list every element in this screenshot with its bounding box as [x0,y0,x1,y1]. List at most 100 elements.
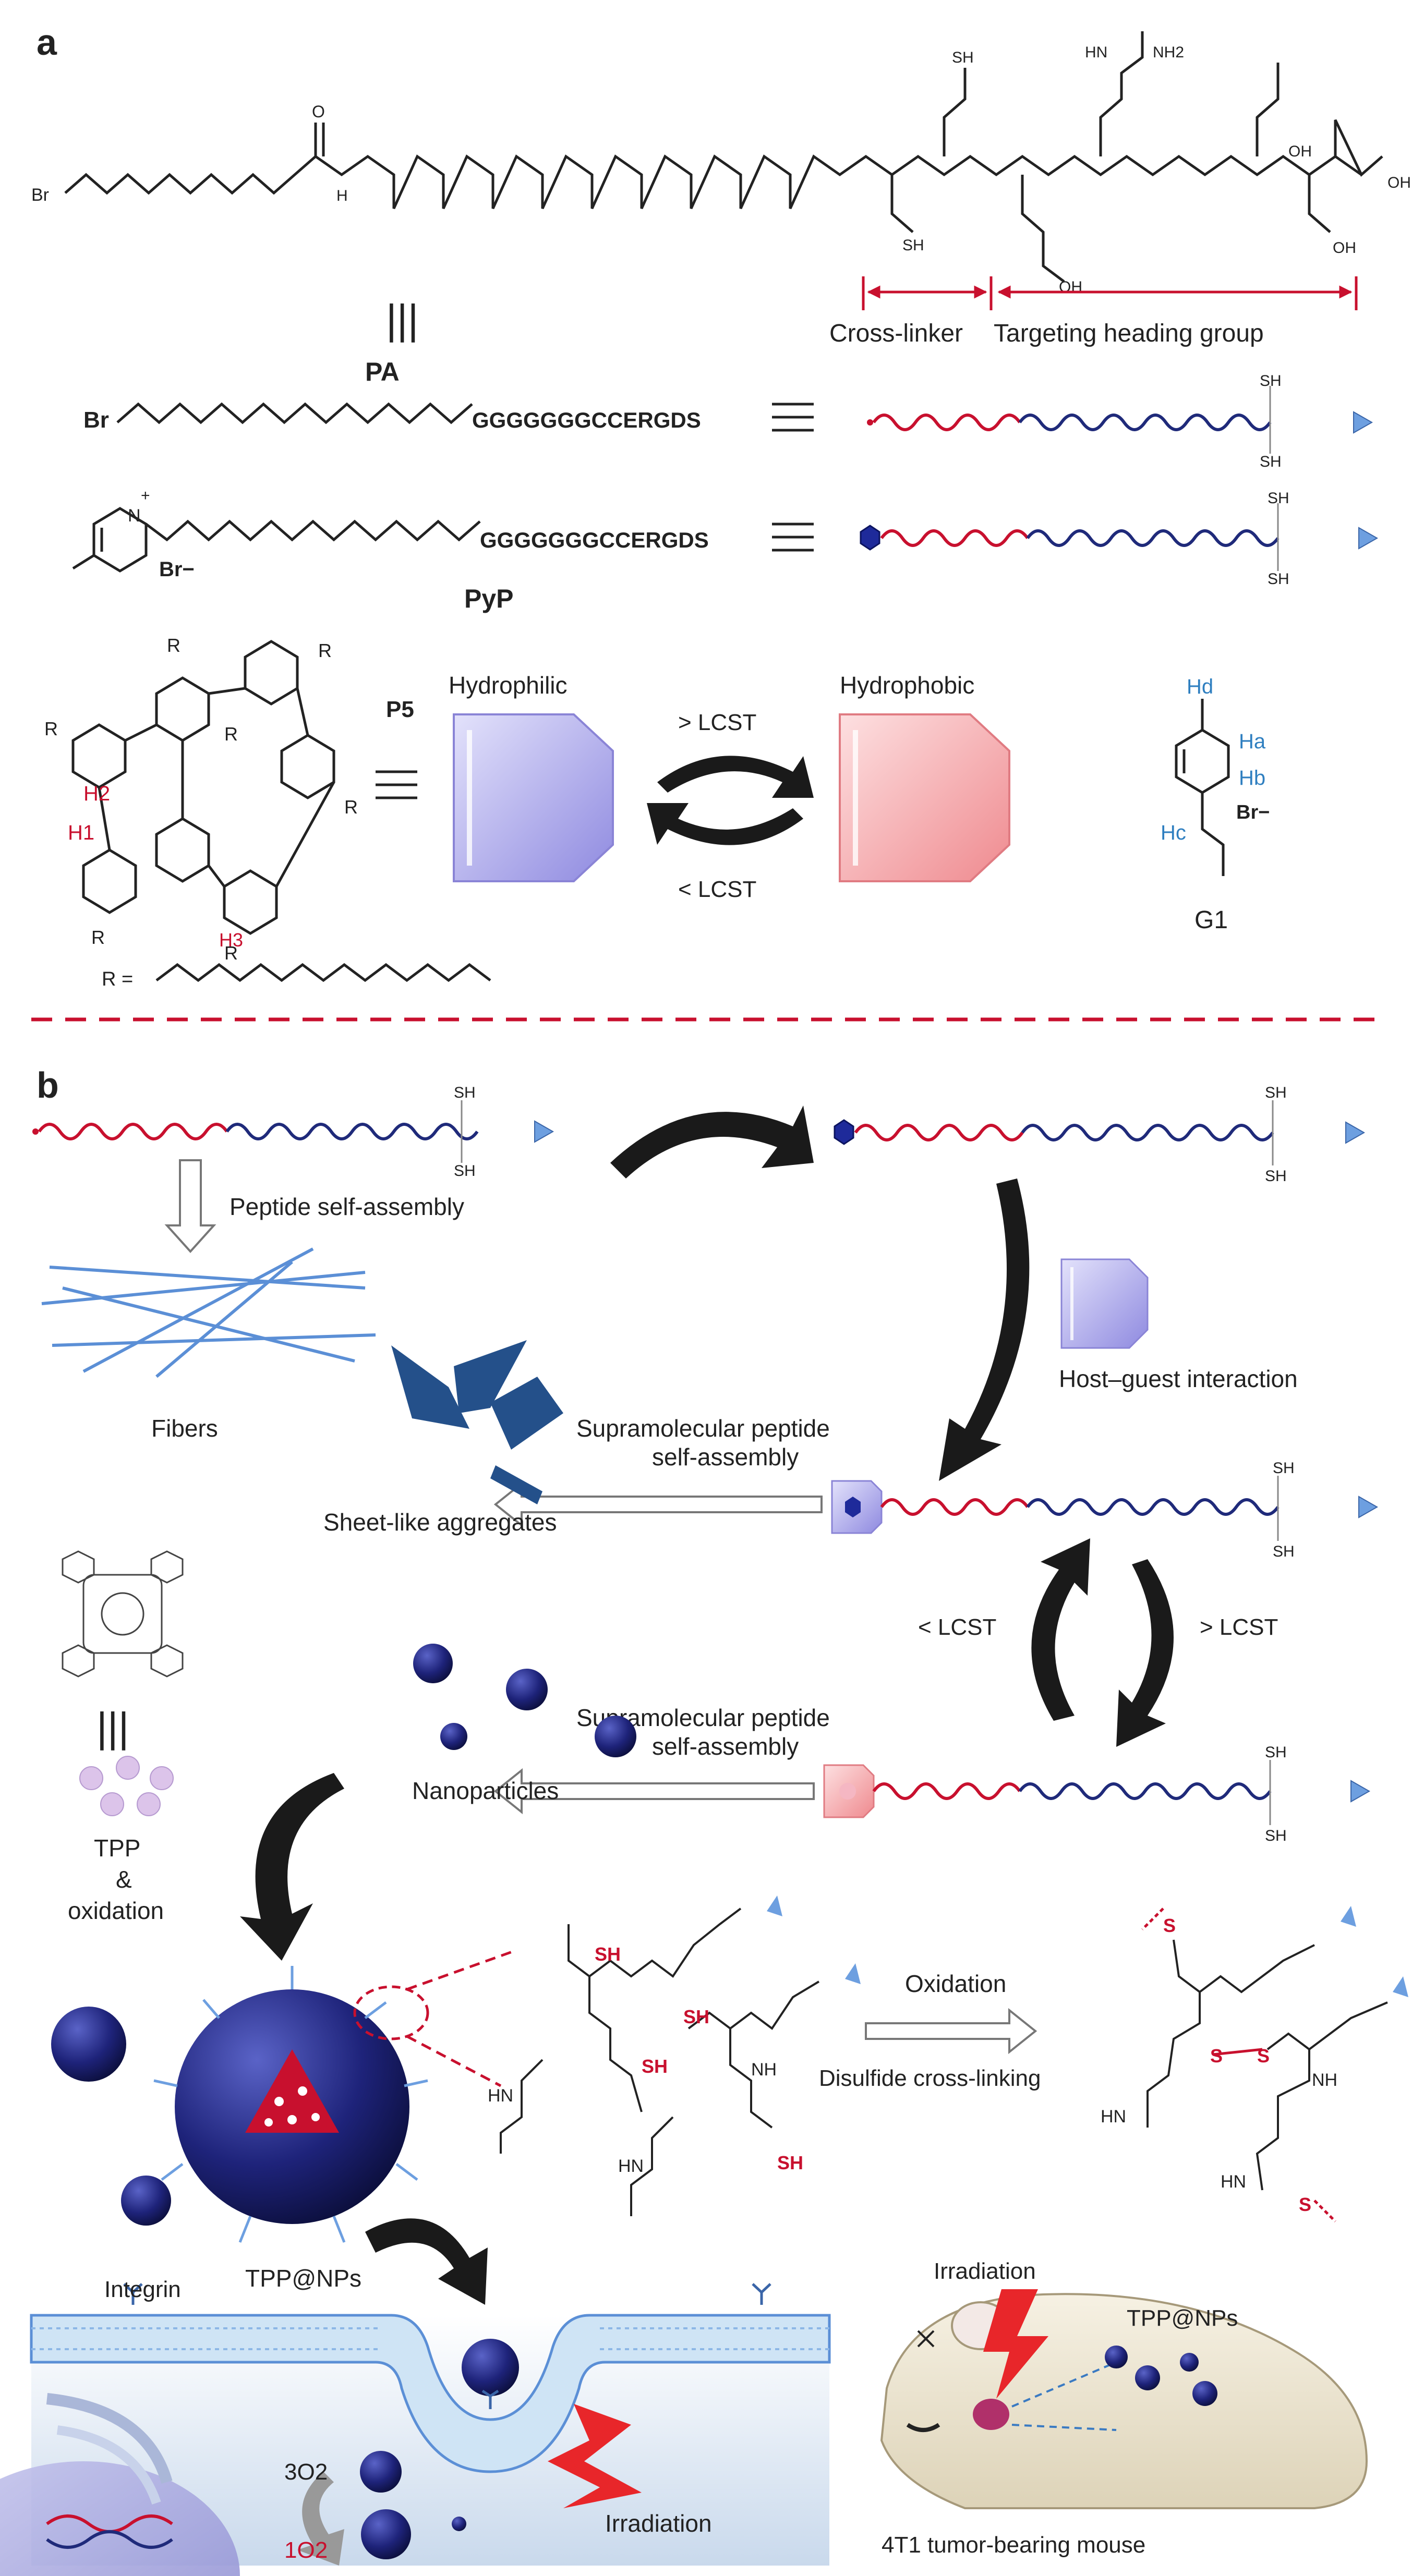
glu-side-chain [1021,175,1065,283]
lt-lcst-a: < LCST [678,877,756,902]
thiol-targeting-tip-1 [767,1895,782,1916]
tpp-spheres [79,1756,174,1816]
thiol-hn-2: HN [618,2156,644,2176]
g1-br: Br− [1236,801,1270,823]
disulfide-tip-2 [1393,1976,1408,1997]
red-host-sh-bottom: SH [1265,1827,1287,1844]
nanoparticles-illustration [413,1644,636,1757]
pa-peptide-b [32,1100,554,1163]
triplet-oxygen-label: 3O2 [284,2459,328,2485]
host-guest-label: Host–guest interaction [1059,1365,1298,1392]
lcst-cycle-arrows [1031,1538,1174,1747]
r-equals: R = [102,968,133,990]
annotation-brackets [862,276,1358,310]
pyp-b-sh-top: SH [1265,1084,1287,1101]
oxidation-arrow [865,2008,1037,2055]
tpp-molecule [62,1550,184,1678]
hydrophilic-prism [453,713,614,882]
cross-linker-label: Cross-linker [829,320,963,347]
r-group-h3: H3 [219,929,243,951]
pyp-cartoon-sh-top: SH [1268,490,1289,507]
g1-hc: Hc [1161,821,1186,844]
pa-to-pyp-arrow [610,1105,814,1178]
cys-sh-1: SH [902,237,924,254]
disulfide-tip-1 [1341,1906,1356,1927]
mouse-illustration [880,2289,1368,2509]
host-peptide-complex [831,1476,1379,1541]
ds-s-2: S [1210,2045,1223,2067]
p5-r-2: R [318,640,332,661]
arg-side-chain [1099,31,1144,156]
ds-hn-1: HN [1101,2107,1126,2127]
p5-r-5: R [344,796,358,818]
pyp-b-sh-bottom: SH [1265,1168,1287,1185]
equiv-sign-pa [772,403,814,432]
p5-r-1: R [167,635,180,656]
pa-chemical-structure [64,31,1383,283]
supra-upper-line1: Supramolecular peptide [576,1415,830,1442]
pyp-n-atom: N [128,506,141,526]
thiol-structure [500,1907,820,2216]
hydrophobic-host-peptide [823,1760,1371,1825]
p5-label: P5 [386,697,414,722]
host-guest-arrow [939,1178,1030,1481]
supra-lower-arrow [493,1768,815,1815]
thiol-sh-1: SH [595,1943,621,1965]
g1-label: G1 [1194,906,1228,934]
tpp-ampersand: & [116,1866,132,1893]
pyp-br: Br− [159,558,195,581]
thiol-targeting-tip-2 [845,1963,861,1984]
equiv-sign-p5 [376,770,417,799]
oxidation-label: Oxidation [905,1970,1006,1997]
hydrophobic-prism [839,713,1010,882]
arg-nh2: NH2 [1153,44,1184,61]
panel-a-label: a [37,22,57,63]
thiol-sh-4: SH [777,2152,803,2173]
pa-cartoon [867,386,1373,454]
ds-hn-2: HN [1221,2172,1246,2192]
p5-h1: H1 [68,821,94,844]
disulfide-break-1 [1141,1907,1164,1930]
pyp-sequence: GGGGGGGCCERGDS [480,528,709,552]
cys-side-chain-1 [890,175,914,233]
r-group-chain [155,963,491,982]
amide-h: H [336,187,348,204]
g1-structure [1175,699,1230,876]
red-host-sh-top: SH [1265,1744,1287,1761]
host-peptide-sh-bottom: SH [1273,1543,1295,1560]
irradiation-cell-label: Irradiation [605,2510,712,2537]
panel-a: a Br H O SH SH OH HN NH2 OH OH OH ||| [31,22,1411,1022]
cys-sh-2: SH [952,49,974,66]
pa-b-sh-bottom: SH [454,1162,476,1180]
p5-r-3: R [44,718,58,739]
mouse-irradiation-label: Irradiation [934,2258,1036,2284]
lt-lcst-b: < LCST [918,1614,996,1640]
sheet-aggregates-label: Sheet-like aggregates [323,1509,557,1536]
targeting-label: Targeting heading group [994,320,1264,347]
equilibrium-arrows [647,756,814,845]
equiv-sign-pyp [772,523,814,552]
alkyl-chain [64,155,317,195]
thiol-nh-1: NH [751,2060,777,2080]
pa-b-sh-top: SH [454,1084,476,1101]
supra-upper-line2: self-assembly [652,1443,799,1471]
ser-side-chain [1308,175,1331,233]
pa-simplified-br: Br [83,407,109,433]
host-peptide-sh-top: SH [1273,1460,1295,1477]
tpp-label: TPP [94,1834,140,1862]
hydrophobic-label: Hydrophobic [840,672,974,699]
asp-oh: OH [1288,143,1312,160]
peptide-self-assembly-label: Peptide self-assembly [230,1193,464,1220]
self-assembly-arrow [164,1159,216,1253]
g1-hb: Hb [1239,767,1265,789]
ds-s-1: S [1163,1915,1176,1936]
asp-side-chain [1256,63,1280,156]
tpp-equivalence: ||| [96,1704,129,1751]
arg-hn: HN [1085,44,1107,61]
pa-cartoon-sh-bottom: SH [1260,453,1282,470]
panel-b: b SH SH SH SH Peptide self-assembly [0,1065,1408,2576]
pyp-peptide-b [834,1100,1366,1165]
p5-r-4: R [224,723,238,745]
